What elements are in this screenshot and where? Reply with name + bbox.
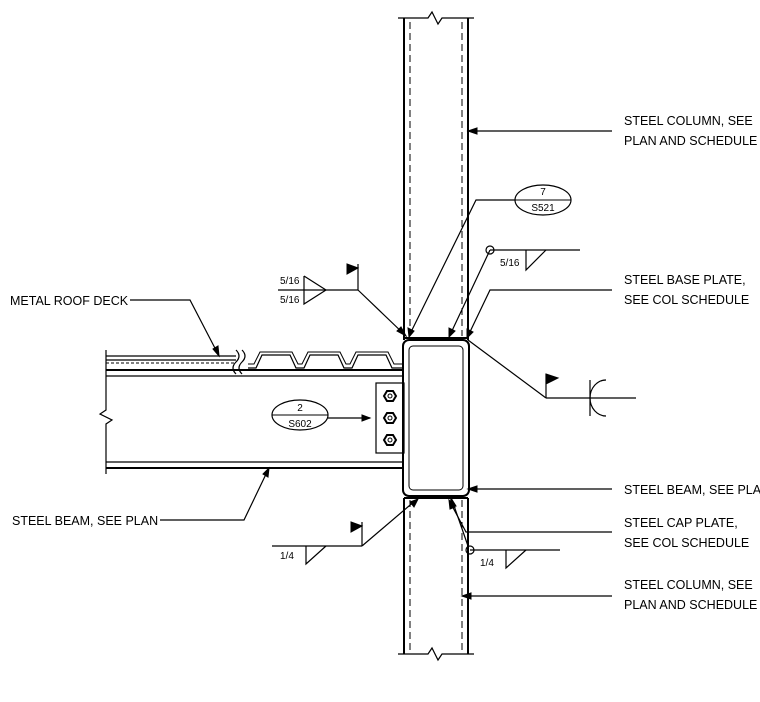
leader-steel-cap-plate: STEEL CAP PLATE, SEE COL SCHEDULE [448,498,749,550]
weld-top-left-size-lower: 5/16 [280,295,300,306]
weld-bottom-right-size: 1/4 [480,558,494,569]
leader-steel-column-lower: STEEL COLUMN, SEE PLAN AND SCHEDULE [460,578,757,612]
bolt-plate [375,382,405,454]
weld-top-right-size: 5/16 [500,258,520,269]
callout-beam-number: 2 [297,403,303,414]
weld-symbol-top-left: 5/16 5/16 [278,263,408,338]
metal-roof-deck [106,349,402,375]
label-steel-column-upper-line1: STEEL COLUMN, SEE [624,114,753,128]
weld-symbol-top-right: 5/16 [448,245,580,339]
section-callout-upper: 7 S521 [407,184,572,339]
label-steel-cap-plate-line2: SEE COL SCHEDULE [624,536,749,550]
weld-top-left-size-upper: 5/16 [280,276,300,287]
bolt-1 [382,390,398,402]
callout-upper-number: 7 [540,187,546,198]
callout-beam-sheet: S602 [288,419,312,430]
label-steel-column-lower-line2: PLAN AND SCHEDULE [624,598,757,612]
leader-steel-beam-left: STEEL BEAM, SEE PLAN [12,466,270,528]
weld-symbol-bottom-right: 1/4 [449,496,560,570]
bolt-2 [382,412,398,424]
bolt-3 [382,434,398,446]
weld-symbol-right [467,339,636,417]
lower-steel-column [398,498,474,662]
steel-beam [98,350,404,474]
label-steel-base-plate-line2: SEE COL SCHEDULE [624,293,749,307]
leader-metal-roof-deck: METAL ROOF DECK [10,294,220,358]
upper-steel-column [398,10,474,340]
weld-bottom-left-size: 1/4 [280,551,294,562]
leader-steel-column-upper: STEEL COLUMN, SEE PLAN AND SCHEDULE [466,114,757,148]
section-callout-beam: 2 S602 [271,399,372,431]
label-steel-beam-left: STEEL BEAM, SEE PLAN [12,514,158,528]
connection-box [402,337,470,499]
label-steel-beam-right: STEEL BEAM, SEE PLAN [624,483,760,497]
callout-upper-sheet: S521 [531,203,555,214]
leader-steel-base-plate: STEEL BASE PLATE, SEE COL SCHEDULE [466,273,749,340]
label-metal-roof-deck: METAL ROOF DECK [10,294,129,308]
label-steel-base-plate-line1: STEEL BASE PLATE, [624,273,746,287]
label-steel-column-upper-line2: PLAN AND SCHEDULE [624,134,757,148]
label-steel-column-lower-line1: STEEL COLUMN, SEE [624,578,753,592]
label-steel-cap-plate-line1: STEEL CAP PLATE, [624,516,738,530]
weld-symbol-bottom-left: 1/4 [272,498,420,566]
leader-steel-beam-right: STEEL BEAM, SEE PLAN [466,483,760,497]
